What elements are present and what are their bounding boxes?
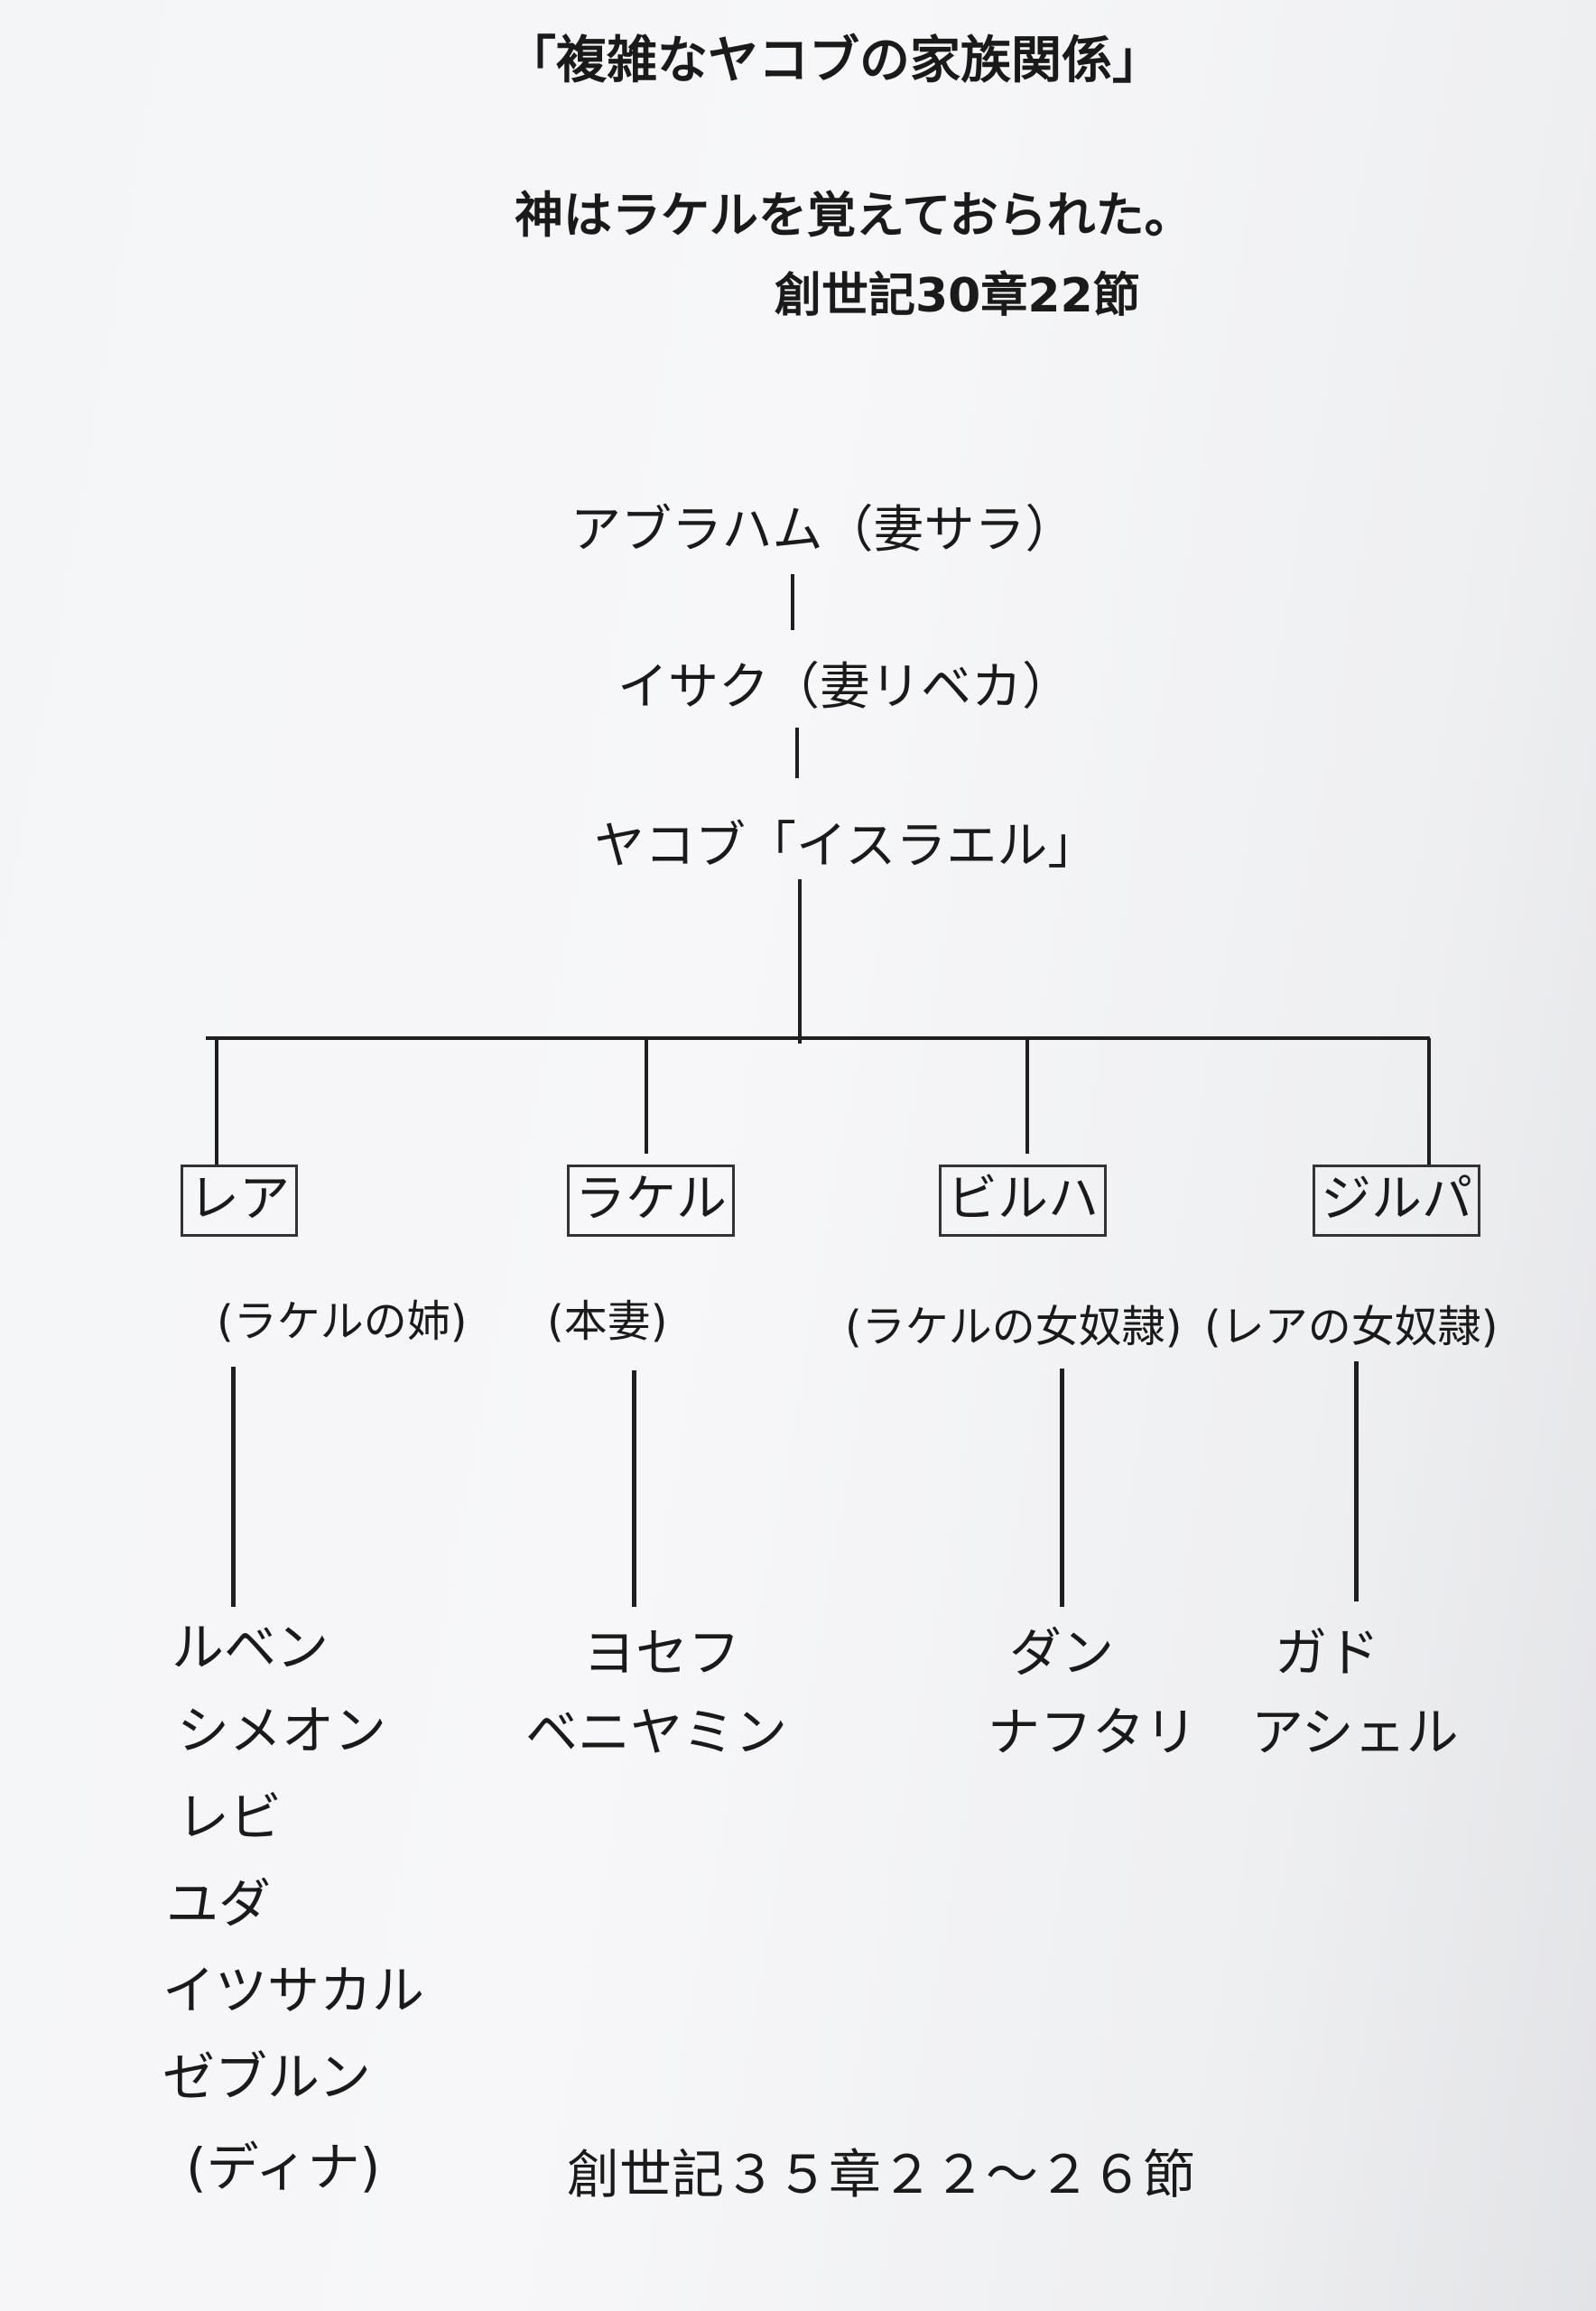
connector-rachel (645, 1038, 648, 1154)
generation-jacob: ヤコブ「イスラエル」 (594, 817, 1099, 876)
wife-box-bilhah: ビルハ (939, 1165, 1107, 1237)
generation-abraham: アブラハム（妻サラ） (571, 501, 1076, 560)
subtitle-reference: 創世記30章22節 (775, 269, 1140, 323)
wife-box-rachel: ラケル (567, 1165, 735, 1237)
connector-bilhah-children (1060, 1369, 1064, 1607)
diagram-title: 「複雑なヤコブの家族関係」 (506, 32, 1163, 90)
child-levi: レビ (177, 1787, 283, 1848)
generation-isaac: イサク（妻リベカ） (617, 658, 1072, 717)
connector-isaac-jacob (795, 728, 799, 778)
child-simeon: シメオン (177, 1700, 387, 1761)
child-dinah: (ディナ) (186, 2137, 381, 2198)
connector-leah-children (231, 1367, 236, 1607)
wife-note-rachel: (本妻) (547, 1296, 668, 1347)
footer-reference: 創世記３５章２２〜２６節 (567, 2144, 1196, 2205)
connector-zilpah (1427, 1038, 1431, 1166)
child-reuben: ルベン (172, 1617, 329, 1678)
child-judah: ユダ (166, 1873, 272, 1935)
child-dan: ダン (1009, 1622, 1115, 1684)
wife-note-leah: (ラケルの姉) (217, 1296, 468, 1347)
wife-note-zilpah: (レアの女奴隷) (1204, 1302, 1499, 1352)
connector-abraham-isaac (791, 574, 794, 630)
child-benjamin: ベニヤミン (525, 1702, 788, 1763)
wife-box-leah: レア (181, 1165, 298, 1237)
wives-bar (206, 1036, 1430, 1040)
connector-rachel-children (632, 1370, 636, 1607)
connector-jacob-trunk (798, 879, 802, 1044)
connector-leah (215, 1038, 218, 1166)
child-zebulun: ゼブルン (162, 2046, 371, 2108)
wife-note-bilhah: (ラケルの女奴隷) (845, 1302, 1183, 1352)
child-joseph: ヨセフ (583, 1622, 741, 1684)
connector-bilhah (1025, 1038, 1029, 1154)
child-naphtali: ナフタリ (988, 1702, 1198, 1763)
wife-box-zilpah: ジルパ (1313, 1165, 1480, 1237)
child-issachar: イツサカル (162, 1960, 425, 2021)
subtitle-verse: 神はラケルを覚えておられた。 (515, 187, 1193, 244)
child-gad: ガド (1275, 1622, 1380, 1684)
connector-zilpah-children (1354, 1361, 1359, 1601)
child-asher: アシェル (1251, 1702, 1459, 1763)
